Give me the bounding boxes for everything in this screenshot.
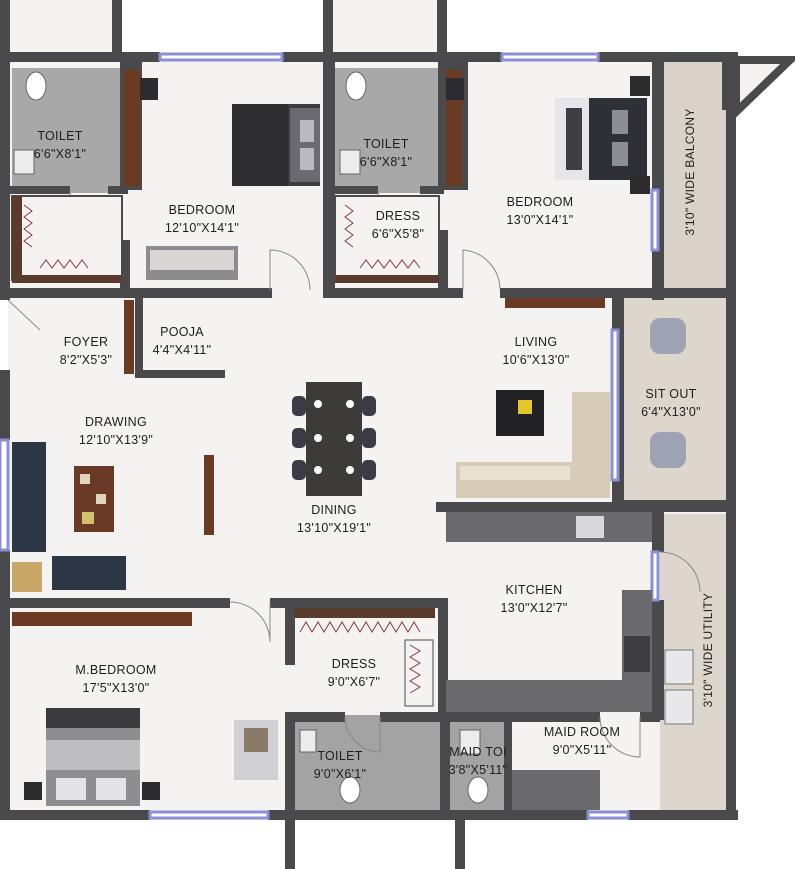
balcony-label: 3'10" WIDE BALCONY (683, 108, 697, 235)
foyer-name: FOYER (64, 335, 109, 349)
sofa-drawing (12, 442, 126, 592)
wardrobe-dress-1 (334, 195, 440, 283)
bed-master (46, 708, 140, 806)
bed-bedroom-1 (232, 104, 320, 186)
wardrobe-dress-2 (295, 608, 435, 707)
bedroom-2-size: 13'0"X14'1" (507, 213, 574, 227)
wardrobe-left (11, 195, 123, 283)
toilet-3-name: TOILET (317, 749, 362, 763)
toilet-3-size: 9'0"X6'1" (314, 767, 367, 781)
toilet-2-size: 6'6"X8'1" (360, 155, 413, 169)
dress-2-name: DRESS (332, 657, 377, 671)
bed-bedroom-2 (555, 98, 647, 180)
bath-fixtures (13, 71, 489, 804)
foyer-size: 8'2"X5'3" (60, 353, 113, 367)
living-table (496, 390, 544, 436)
balcony-corner (732, 56, 795, 122)
utility-appliances (664, 649, 694, 725)
toilet-1-name: TOILET (37, 129, 82, 143)
coffee-table-drawing (74, 466, 114, 532)
floor-balcony (660, 62, 730, 288)
pooja-size: 4'4"X4'11" (153, 343, 212, 357)
kitchen-counter (446, 512, 652, 712)
maid-toilet-name: MAID TOI (449, 745, 507, 759)
master-chair (234, 720, 278, 780)
maid-room-size: 9'0"X5'11" (553, 743, 612, 757)
utility-label: 3'10" WIDE UTILITY (701, 593, 715, 708)
sofa-living (456, 392, 610, 498)
bedroom-1-name: BEDROOM (169, 203, 236, 217)
toilet-1-size: 6'6"X8'1" (34, 147, 87, 161)
maid-room-name: MAID ROOM (544, 725, 620, 739)
maid-bed (512, 770, 600, 810)
bedroom-2-name: BEDROOM (507, 195, 574, 209)
dining-name: DINING (311, 503, 357, 517)
drawing-size: 12'10"X13'9" (79, 433, 153, 447)
drawing-name: DRAWING (85, 415, 147, 429)
pooja-name: POOJA (160, 325, 204, 339)
windows (0, 52, 660, 820)
nightstands (24, 76, 650, 800)
dress-1-size: 6'6"X5'8" (372, 227, 425, 241)
bedroom-1-size: 12'10"X14'1" (165, 221, 239, 235)
top-stub-right (330, 0, 440, 52)
sitout-name: SIT OUT (645, 387, 696, 401)
room-labels: TOILET 6'6"X8'1" BEDROOM 12'10"X14'1" TO… (34, 108, 715, 781)
sofa-bedroom-1 (146, 246, 238, 280)
sitout-chairs (650, 318, 686, 468)
kitchen-size: 13'0"X12'7" (501, 601, 568, 615)
living-name: LIVING (515, 335, 558, 349)
dining-table (292, 382, 376, 496)
sitout-size: 6'4"X13'0" (641, 405, 701, 419)
toilet-2-name: TOILET (363, 137, 408, 151)
living-size: 10'6"X13'0" (503, 353, 570, 367)
master-bedroom-name: M.BEDROOM (75, 663, 156, 677)
top-stub-left (8, 0, 122, 52)
master-bedroom-size: 17'5"X13'0" (83, 681, 150, 695)
dress-2-size: 9'0"X6'7" (328, 675, 381, 689)
dining-size: 13'10"X19'1" (297, 521, 371, 535)
kitchen-name: KITCHEN (506, 583, 563, 597)
maid-toilet-size: 3'8"X5'11" (449, 763, 508, 777)
dress-1-name: DRESS (376, 209, 421, 223)
